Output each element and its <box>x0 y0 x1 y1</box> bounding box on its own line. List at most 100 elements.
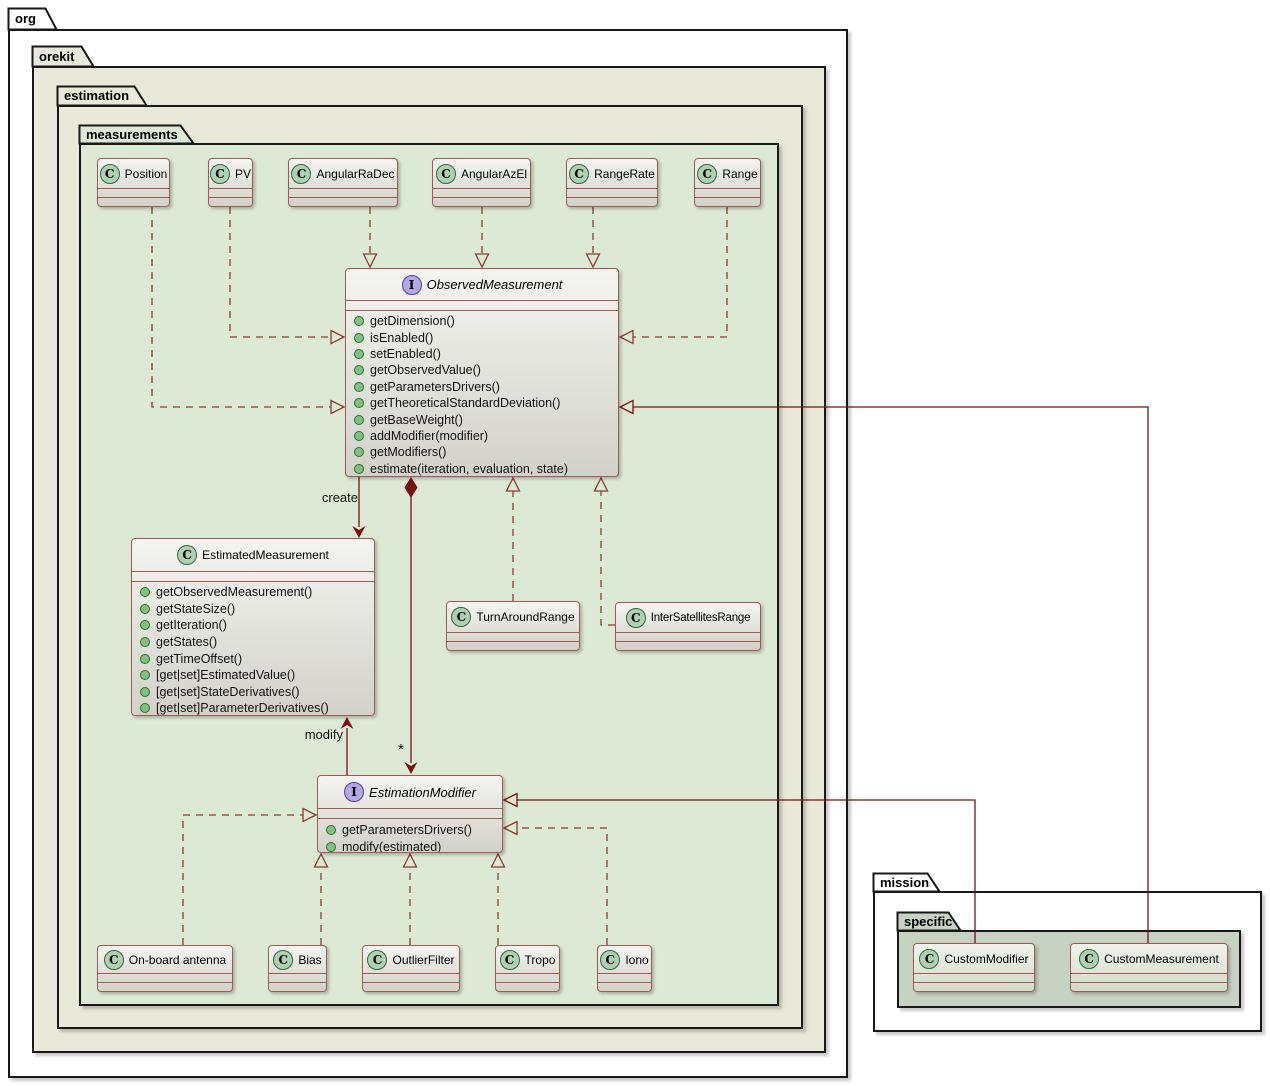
fields-compartment <box>433 188 530 197</box>
method-row: getIteration() <box>132 617 374 634</box>
method-row: [get|set]StateDerivatives() <box>132 684 374 701</box>
method-row: getParametersDrivers() <box>346 379 618 395</box>
fields-compartment <box>447 632 579 641</box>
class-name: PV <box>235 166 252 181</box>
class-name: AngularAzEl <box>460 166 528 181</box>
methods-compartment <box>433 197 530 206</box>
public-method-icon <box>140 620 150 631</box>
methods-compartment <box>496 982 559 991</box>
method-row: addModifier(modifier) <box>346 428 618 444</box>
public-method-icon <box>140 703 150 714</box>
interface-name: ObservedMeasurement <box>426 277 563 292</box>
fields-compartment <box>616 632 760 641</box>
method-label: addModifier(modifier) <box>370 428 489 443</box>
methods-compartment <box>567 197 657 206</box>
package-label-orekit: orekit <box>39 49 75 64</box>
methods-compartment <box>447 641 579 650</box>
method-label: [get|set]ParameterDerivatives() <box>156 701 329 716</box>
edge-label-multiplicity: * <box>398 741 404 758</box>
method-label: [get|set]EstimatedValue() <box>156 668 296 683</box>
method-row: getStateSize() <box>132 601 374 618</box>
method-label: getIteration() <box>156 618 227 633</box>
method-label: getModifiers() <box>370 445 447 460</box>
class-icon: C <box>600 949 621 970</box>
class-on-board-antenna: C On-board antenna <box>97 945 233 992</box>
public-method-icon <box>354 348 364 359</box>
public-method-icon <box>354 398 364 409</box>
package-label-estimation: estimation <box>64 88 130 103</box>
class-name: Tropo <box>524 952 556 967</box>
class-name: TurnAroundRange <box>476 610 575 624</box>
public-method-icon <box>140 670 150 681</box>
method-label: getBaseWeight() <box>370 412 463 427</box>
method-row: getObservedMeasurement() <box>132 584 374 601</box>
method-label: getStates() <box>156 635 218 650</box>
class-name: CustomModifier <box>944 951 1029 966</box>
class-icon: C <box>103 949 124 970</box>
methods-compartment <box>269 982 326 991</box>
edge-label-modify: modify <box>304 727 343 742</box>
class-bias: C Bias <box>268 945 327 992</box>
interface-name: EstimationModifier <box>369 784 476 800</box>
methods-compartment <box>598 982 651 991</box>
fields-compartment <box>209 188 252 197</box>
method-label: getDimension() <box>370 314 455 329</box>
fields-compartment <box>269 973 326 982</box>
class-name: On-board antenna <box>128 952 227 967</box>
class-icon: C <box>99 163 120 184</box>
fields-compartment <box>1071 973 1227 982</box>
class-name: EstimatedMeasurement <box>202 548 329 562</box>
class-icon: C <box>919 948 940 969</box>
public-method-icon <box>326 824 336 835</box>
method-row: getTimeOffset() <box>132 650 374 667</box>
public-method-icon <box>140 653 150 664</box>
method-row: modify(estimated) <box>318 838 502 852</box>
class-icon: C <box>291 163 312 184</box>
class-icon: C <box>625 607 646 628</box>
edge-label-create: create <box>321 490 358 505</box>
fields-compartment <box>346 300 618 311</box>
methods-compartment <box>914 982 1034 991</box>
methods-compartment <box>695 197 760 206</box>
class-icon: C <box>177 545 198 565</box>
method-row: setEnabled() <box>346 346 618 362</box>
fields-compartment <box>914 973 1034 982</box>
class-icon: C <box>451 607 472 627</box>
method-row: getObservedValue() <box>346 362 618 378</box>
method-label: setEnabled() <box>370 346 441 361</box>
method-label: getTheoreticalStandardDeviation() <box>370 396 561 411</box>
public-method-icon <box>354 447 364 458</box>
method-label: getTimeOffset() <box>156 651 243 666</box>
method-label: getStateSize() <box>156 601 236 616</box>
method-row: getTheoreticalStandardDeviation() <box>346 395 618 411</box>
methods-compartment <box>289 197 397 206</box>
public-method-icon <box>140 637 150 648</box>
class-name: InterSatellitesRange <box>650 611 751 624</box>
class-name: CustomMeasurement <box>1104 951 1219 966</box>
class-estimated-measurement: C EstimatedMeasurement getObservedMeasure… <box>131 538 375 716</box>
package-label-mission: mission <box>880 875 930 890</box>
method-label: getParametersDrivers() <box>342 822 472 837</box>
package-label-measurements: measurements <box>86 127 178 142</box>
public-method-icon <box>354 414 364 425</box>
method-row: [get|set]EstimatedValue() <box>132 667 374 684</box>
class-name: Position <box>124 166 168 181</box>
fields-compartment <box>496 973 559 982</box>
class-icon: C <box>273 949 294 970</box>
method-row: isEnabled() <box>346 329 618 345</box>
fields-compartment <box>598 973 651 982</box>
package-label-specific: specific <box>904 914 953 929</box>
method-row: getParametersDrivers() <box>318 821 502 838</box>
method-row: [get|set]ParameterDerivatives() <box>132 700 374 716</box>
public-method-icon <box>326 841 336 852</box>
methods-compartment: getObservedMeasurement()getStateSize() ge… <box>132 582 374 716</box>
class-name: Bias <box>298 952 322 967</box>
method-label: [get|set]StateDerivatives() <box>156 684 300 699</box>
